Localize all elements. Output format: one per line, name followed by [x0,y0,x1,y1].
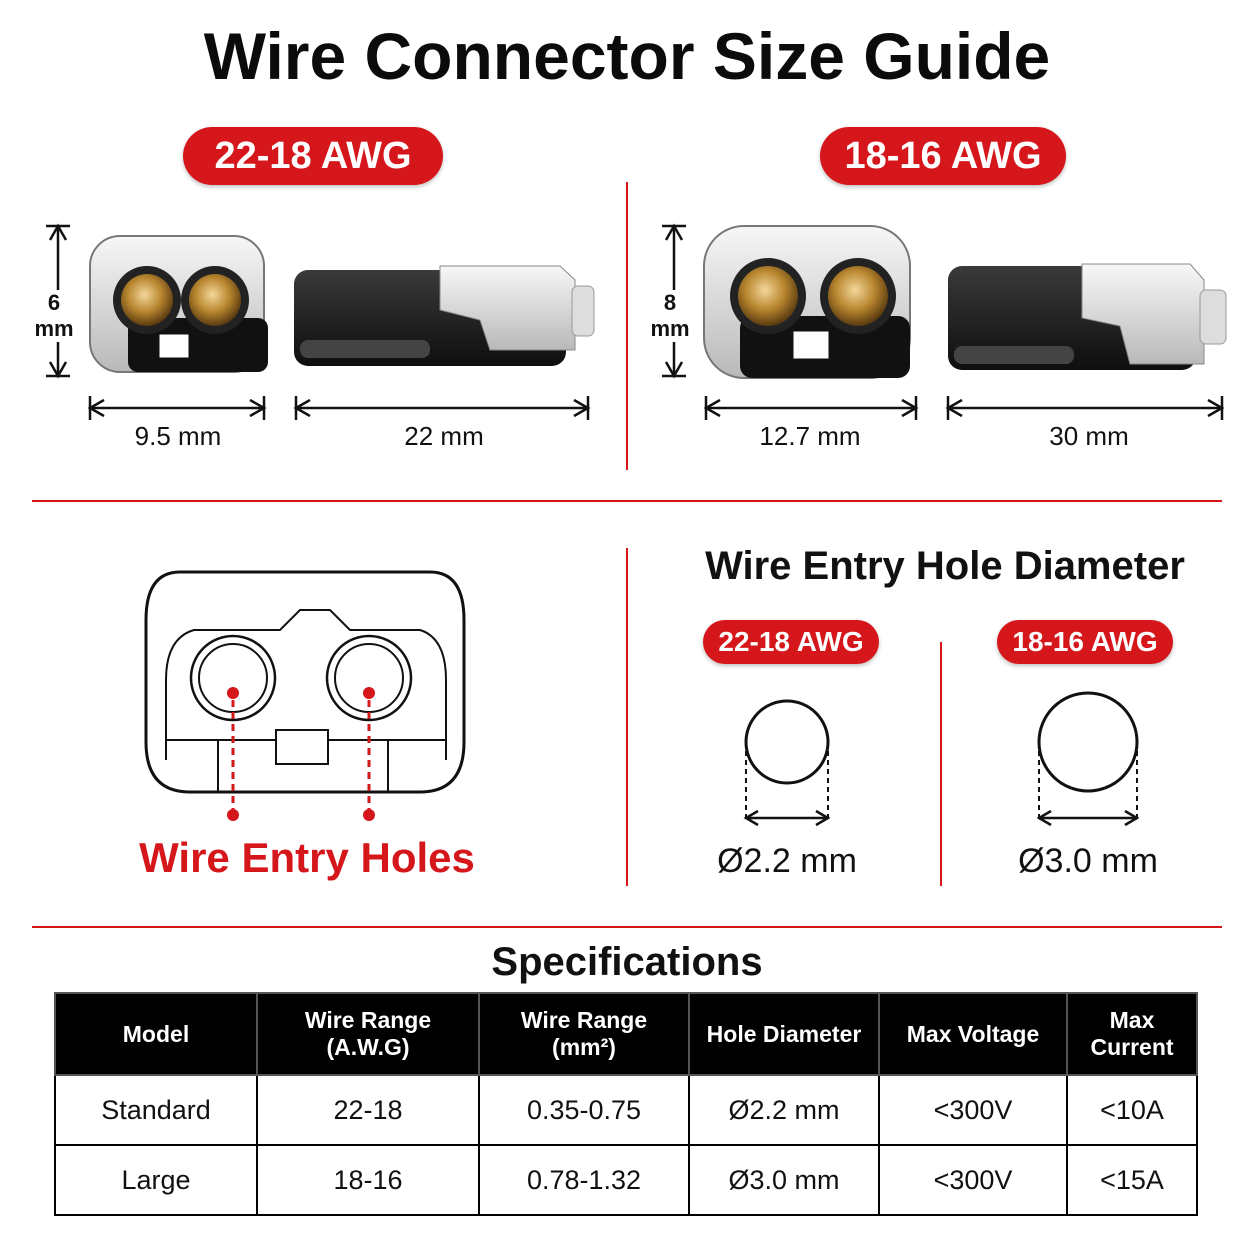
wire-entry-holes-label: Wire Entry Holes [139,834,475,881]
cell-max-voltage: <300V [878,1074,1068,1146]
connector-illustrations [46,223,1227,420]
wire-entry-holes-diagram [144,570,466,821]
specifications-table: Model Wire Range (A.W.G) Wire Range (mm²… [54,992,1198,1216]
width-label-standard: 9.5 mm [134,421,222,451]
dimension-lines [46,223,1225,420]
page-title: Wire Connector Size Guide [203,19,1051,93]
header-wire-range-mm2: Wire Range (mm²) [478,992,690,1076]
cell-wire-range-awg: 18-16 [256,1144,480,1216]
cell-hole-diameter: Ø2.2 mm [688,1074,880,1146]
specifications-title: Specifications [491,940,763,984]
table-row: Large 18-16 0.78-1.32 Ø3.0 mm <300V <15A [54,1144,1198,1216]
section-divider-horizontal-1 [32,500,1222,502]
header-label: Wire Range (mm²) [520,1007,648,1060]
width-label-large: 12.7 mm [759,421,861,451]
length-label-large: 30 mm [1049,421,1129,451]
table-row: Standard 22-18 0.35-0.75 Ø2.2 mm <300V <… [54,1074,1198,1146]
table-header-row: Model Wire Range (A.W.G) Wire Range (mm²… [54,992,1198,1076]
connector-large-front [703,225,911,379]
awg-badge-large: 18-16 AWG [820,127,1066,185]
cell-wire-range-mm2: 0.35-0.75 [478,1074,690,1146]
section-divider-vertical-middle [626,548,628,886]
hole-badge-large: 18-16 AWG [997,620,1173,664]
header-max-current: Max Current [1066,992,1198,1076]
cell-max-current: <10A [1066,1074,1198,1146]
header-wire-range-awg: Wire Range (A.W.G) [256,992,480,1076]
header-label: Wire Range (A.W.G) [304,1007,432,1060]
connector-standard-side [294,265,595,366]
header-label: Model [122,1020,190,1047]
height-label-large: 8 mm [642,290,698,342]
cell-hole-diameter: Ø3.0 mm [688,1144,880,1216]
diameter-label-standard: Ø2.2 mm [717,842,857,880]
cell-max-voltage: <300V [878,1144,1068,1216]
awg-badge-standard: 22-18 AWG [183,127,443,185]
header-hole-diameter: Hole Diameter [688,992,880,1076]
header-model: Model [54,992,258,1076]
section-divider-vertical-top [626,182,628,470]
cell-model: Large [54,1144,258,1216]
hole-divider-vertical [940,642,942,886]
length-label-standard: 22 mm [404,421,484,451]
header-max-voltage: Max Voltage [878,992,1068,1076]
connector-standard-front [89,235,268,373]
cell-max-current: <15A [1066,1144,1198,1216]
connector-large-side [948,263,1227,370]
cell-model: Standard [54,1074,258,1146]
header-label: Max Voltage [906,1020,1040,1047]
hole-diameter-title: Wire Entry Hole Diameter [705,544,1185,588]
hole-diameter-circles [743,691,1140,827]
hole-badge-standard: 22-18 AWG [703,620,879,664]
cell-wire-range-awg: 22-18 [256,1074,480,1146]
header-label: Max Current [1090,1007,1174,1060]
section-divider-horizontal-2 [32,926,1222,928]
cell-wire-range-mm2: 0.78-1.32 [478,1144,690,1216]
height-label-standard: 6 mm [26,290,82,342]
diameter-label-large: Ø3.0 mm [1018,842,1158,880]
header-label: Hole Diameter [706,1020,862,1047]
